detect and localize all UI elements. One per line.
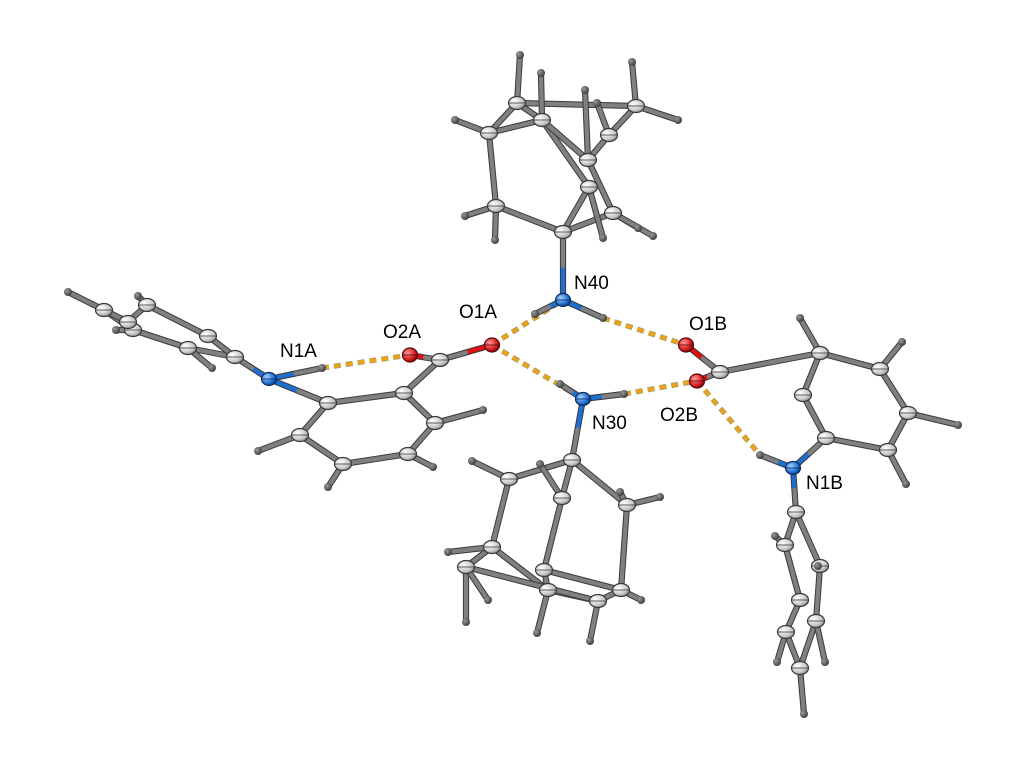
bond-47-b <box>930 416 961 428</box>
hydrogen-atom <box>634 224 642 232</box>
hydrogen-atom <box>656 493 664 501</box>
hydrogen-atom <box>556 380 564 388</box>
hydrogen-atom <box>491 236 499 244</box>
hydrogen-atom <box>649 232 657 240</box>
hydrogen-atom <box>429 463 437 471</box>
bond-79-b <box>516 52 523 82</box>
bond-71-a <box>514 100 579 107</box>
atoms <box>64 51 962 718</box>
hydrogen-atom <box>628 58 636 66</box>
hydrogen-atom <box>134 292 142 300</box>
hydrogen-atom <box>898 338 906 346</box>
hydrogen-atom <box>756 451 764 459</box>
label-n1b: N1B <box>806 473 843 494</box>
hydrogen-atom <box>954 421 962 429</box>
hydrogen-atom <box>533 629 541 637</box>
bond-24-b <box>456 407 486 419</box>
hydrogen-atom <box>800 710 808 718</box>
hydrogen-atom <box>593 99 601 107</box>
hydrogen-atom <box>599 234 607 242</box>
bond-14-b <box>293 365 325 376</box>
hydrogen-atom <box>451 116 459 124</box>
label-o2a: O2A <box>383 322 421 343</box>
label-n40: N40 <box>574 273 609 294</box>
hydrogen-atom <box>461 212 469 220</box>
hydrogen-atom <box>620 390 628 398</box>
hydrogen-atom <box>821 658 829 666</box>
bond-97-a <box>463 564 535 587</box>
hydrogen-atom <box>674 116 682 124</box>
hydrogen-bond-4 <box>623 379 698 396</box>
hydrogen-bond-1 <box>491 298 564 347</box>
label-n1a: N1A <box>280 341 317 362</box>
label-o2b: O2B <box>660 405 698 426</box>
hydrogen-bond-5 <box>695 379 762 457</box>
hydrogen-atom <box>208 364 216 372</box>
hydrogen-atom <box>536 460 544 468</box>
label-o1a: O1A <box>459 302 497 323</box>
label-o1b: O1B <box>689 314 727 335</box>
hydrogen-atom <box>814 562 822 570</box>
label-n30: N30 <box>592 413 627 434</box>
hydrogen-atom <box>616 488 624 496</box>
hydrogen-atom <box>516 51 524 59</box>
hydrogen-atom <box>254 447 262 455</box>
covalent-bonds <box>64 51 962 718</box>
hydrogen-atom <box>318 364 326 372</box>
hydrogen-atom <box>773 658 781 666</box>
hydrogen-atom <box>637 596 645 604</box>
hydrogen-atom <box>479 406 487 414</box>
hydrogen-atom <box>444 548 452 556</box>
hydrogen-atom <box>462 618 470 626</box>
hydrogen-atom <box>537 69 545 77</box>
bond-77-b <box>593 210 606 241</box>
hydrogen-atom <box>902 480 910 488</box>
hydrogen-atom <box>324 483 332 491</box>
hydrogen-atom <box>771 532 779 540</box>
hydrogen-atom <box>112 326 120 334</box>
hydrogen-bond-3 <box>602 316 687 347</box>
hydrogen-atom <box>581 86 589 94</box>
hydrogen-atom <box>599 314 607 322</box>
hydrogen-bond-0 <box>321 353 411 370</box>
hydrogen-atom <box>468 457 476 465</box>
atom-labels: N40 O1A O1B O2A N1A N30 O2B N1B <box>280 273 843 494</box>
bond-85-b <box>582 87 589 128</box>
hydrogen-atom <box>531 310 539 318</box>
hydrogen-atom <box>484 596 492 604</box>
hydrogen-atom <box>586 637 594 645</box>
hydrogen-atom <box>796 314 804 322</box>
hydrogen-atom <box>64 288 72 296</box>
